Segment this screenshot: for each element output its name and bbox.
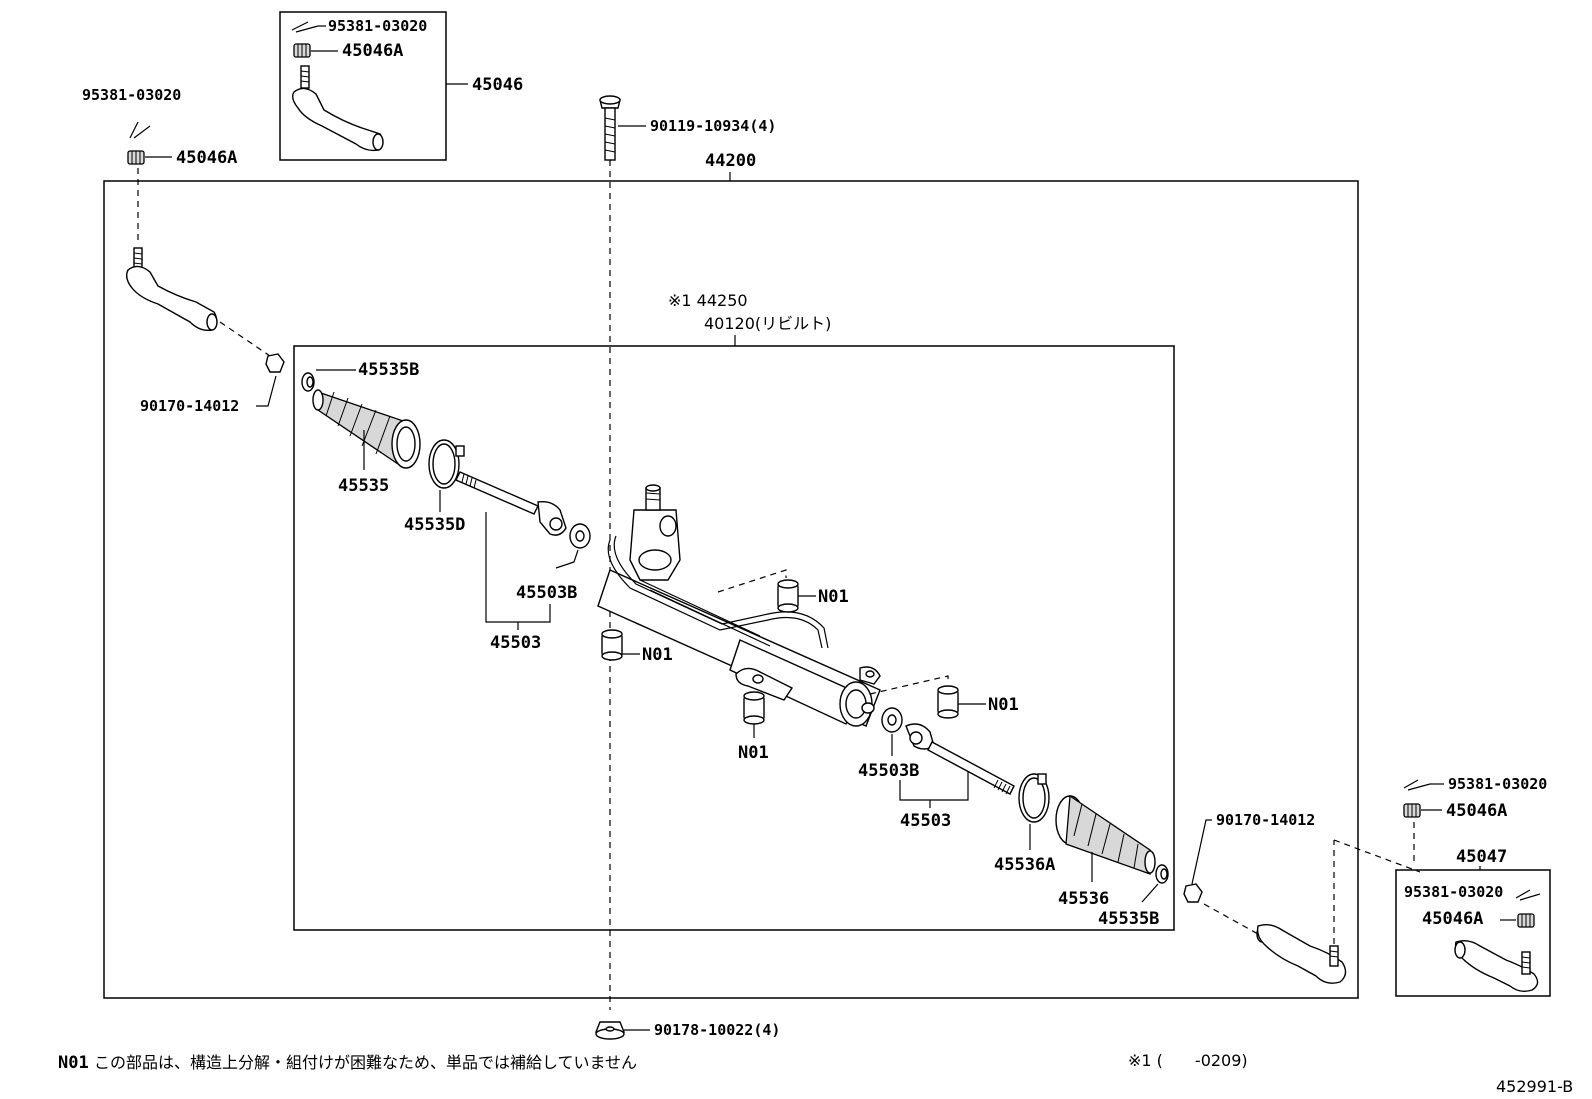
inset-left-nut-icon: [293, 43, 311, 58]
tie-rod-end-left-icon: [125, 247, 218, 332]
flange-nut-icon: [594, 1021, 626, 1040]
label-inset-left-cotter: 95381-03020: [328, 17, 427, 35]
label-lock-nut-right: 90170-14012: [1216, 811, 1315, 829]
label-clamp-right-inner: 45536A: [994, 855, 1055, 875]
label-inset-right-cotter: 95381-03020: [1404, 883, 1503, 901]
boot-clamp-left-inner-icon: [428, 439, 465, 489]
inset-right-nut-icon: [1517, 913, 1535, 928]
cotter-pin-icon: [129, 121, 151, 139]
boot-clamp-right-inner-icon: [1018, 773, 1050, 823]
lock-nut-left-icon: [265, 353, 285, 373]
figure-id: 452991-B: [1496, 1077, 1573, 1096]
tie-rod-left-icon: [455, 471, 567, 536]
label-inset-left-part: 45046: [472, 75, 523, 95]
label-tie-rod-left: 45503: [490, 633, 541, 653]
footer-note-code: N01: [58, 1053, 89, 1073]
boot-clamp-right-outer-icon: [1155, 864, 1169, 884]
label-boot-right: 45536: [1058, 889, 1109, 909]
assembly-frame-44200: [103, 180, 1359, 999]
washer-right-icon: [881, 707, 903, 733]
br-cotter-pin-icon: [1403, 779, 1431, 791]
inset-left-cotter-icon: [291, 21, 319, 33]
assembly-number-44200: 44200: [705, 151, 756, 171]
label-inset-left-nut: 45046A: [342, 41, 403, 61]
label-boot-left: 45535: [338, 476, 389, 496]
label-n01-d: N01: [988, 695, 1019, 715]
inset-frame-left-45046: [279, 11, 447, 161]
bolt-icon: [599, 95, 621, 161]
label-clamp-left-outer: 45535B: [358, 360, 419, 380]
rack-boot-right-icon: [1055, 794, 1156, 875]
label-br-cotter: 95381-03020: [1448, 775, 1547, 793]
label-clamp-left-inner: 45535D: [404, 515, 465, 535]
label-br-nut: 45046A: [1446, 801, 1507, 821]
label-inset-right-nut: 45046A: [1422, 909, 1483, 929]
footer-footnote: ※1 ( -0209): [1128, 1051, 1248, 1070]
label-n01-c: N01: [738, 743, 769, 763]
label-washer-right: 45503B: [858, 761, 919, 781]
rebuilt-number-40120: 40120(リビルト): [704, 314, 831, 333]
label-n01-b: N01: [642, 645, 673, 665]
rebuilt-number-44250: ※1 44250: [668, 291, 748, 310]
rebuilt-frame-44250: [293, 345, 1175, 931]
castle-nut-icon: [127, 150, 145, 165]
washer-left-icon: [569, 523, 591, 549]
label-tl-nut: 45046A: [176, 148, 237, 168]
br-castle-nut-icon: [1403, 803, 1421, 818]
steering-rack-housing-icon: [597, 484, 881, 727]
label-inset-right-part: 45047: [1456, 847, 1507, 867]
inset-right-cotter-icon: [1515, 889, 1541, 901]
label-lock-nut-left: 90170-14012: [140, 397, 239, 415]
bushing-n01-c-icon: [743, 691, 765, 725]
inset-right-tie-rod-end-icon: [1454, 939, 1539, 993]
rack-boot-left-icon: [312, 389, 421, 469]
lock-nut-right-icon: [1183, 883, 1203, 903]
label-bolt: 90119-10934(4): [650, 117, 776, 135]
tie-rod-right-icon: [905, 723, 1015, 795]
label-nut-bottom: 90178-10022(4): [654, 1021, 780, 1039]
footer-note-text: この部品は、構造上分解・組付けが困難なため、単品では補給していません: [94, 1053, 637, 1072]
label-clamp-right-outer: 45535B: [1098, 909, 1159, 929]
label-n01-a: N01: [818, 587, 849, 607]
bushing-n01-d-icon: [937, 685, 959, 719]
boot-clamp-left-outer-icon: [301, 372, 315, 392]
bushing-n01-a-icon: [777, 579, 799, 613]
label-tl-cotter: 95381-03020: [82, 86, 181, 104]
label-washer-left: 45503B: [516, 583, 577, 603]
inset-frame-right-45047: [1395, 869, 1551, 997]
label-tie-rod-right: 45503: [900, 811, 951, 831]
bushing-n01-b-icon: [601, 629, 623, 661]
inset-left-tie-rod-end-icon: [291, 65, 384, 152]
tie-rod-end-right-icon: [1256, 923, 1347, 984]
